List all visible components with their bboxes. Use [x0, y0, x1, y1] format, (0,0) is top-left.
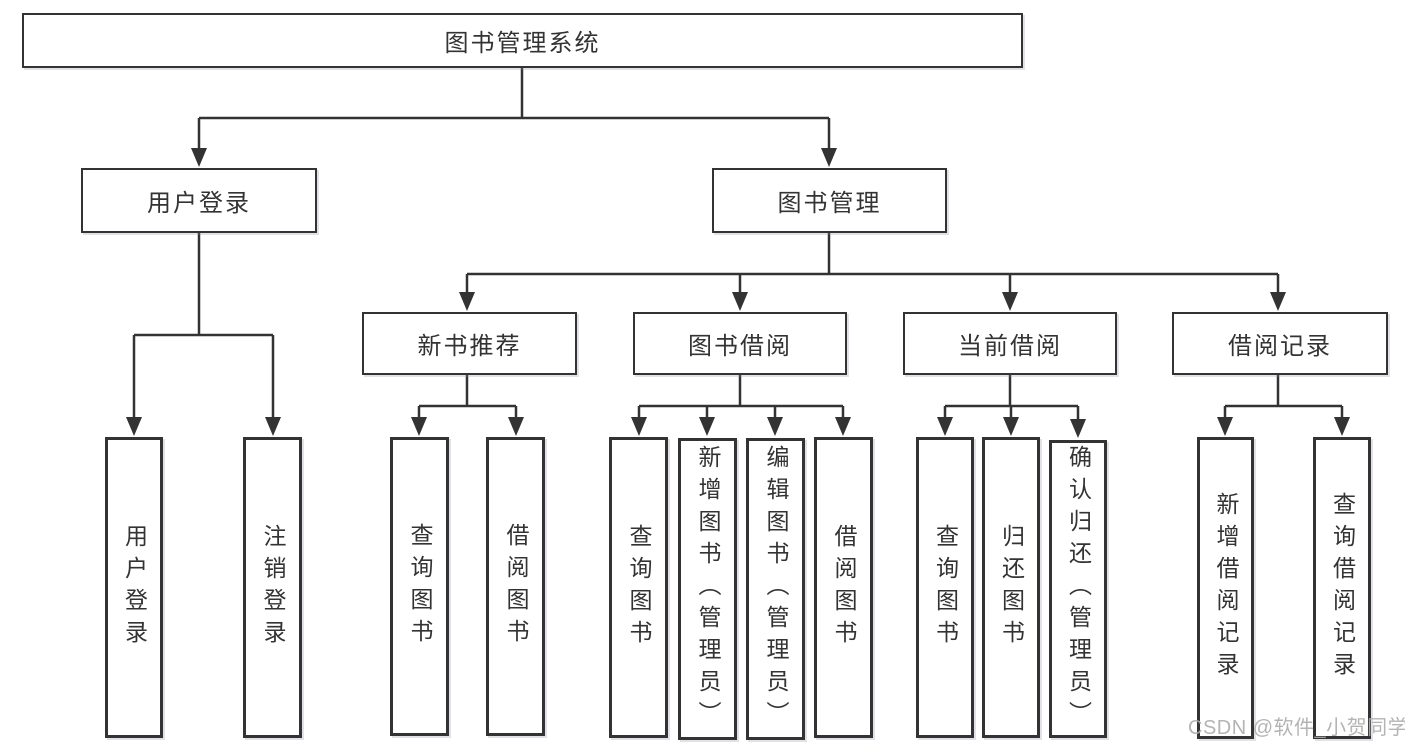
leaf-query-borrow-record: 查询借阅记录 — [1313, 437, 1371, 739]
leaf-edit-books-admin-label: 编辑图书（管理员） — [763, 445, 789, 733]
leaf-current-query-books: 查询图书 — [916, 437, 974, 738]
leaf-add-books-admin-label: 新增图书（管理员） — [695, 445, 721, 733]
node-borrow-record: 借阅记录 — [1172, 312, 1388, 375]
leaf-return-books: 归还图书 — [982, 437, 1040, 738]
node-book-borrow: 图书借阅 — [633, 312, 847, 375]
leaf-recommend-borrow-books-label: 借阅图书 — [503, 522, 529, 651]
leaf-borrow-query-books-label: 查询图书 — [626, 523, 652, 652]
leaf-query-borrow-record-label: 查询借阅记录 — [1329, 492, 1356, 684]
leaf-logout: 注销登录 — [243, 437, 302, 738]
leaf-add-borrow-record-label: 新增借阅记录 — [1213, 492, 1239, 684]
leaf-edit-books-admin: 编辑图书（管理员） — [746, 438, 805, 740]
node-current-borrow: 当前借阅 — [903, 312, 1117, 375]
leaf-borrow-books-label: 借阅图书 — [831, 523, 857, 652]
node-user-login: 用户登录 — [81, 168, 317, 233]
csdn-watermark: CSDN @软件_小贺同学 — [1188, 717, 1405, 739]
node-root-system: 图书管理系统 — [22, 13, 1023, 68]
leaf-user-login: 用户登录 — [105, 437, 163, 738]
leaf-borrow-query-books: 查询图书 — [609, 437, 668, 738]
leaf-add-books-admin: 新增图书（管理员） — [678, 438, 737, 740]
leaf-add-borrow-record: 新增借阅记录 — [1197, 437, 1254, 739]
leaf-recommend-query-books-label: 查询图书 — [407, 522, 433, 651]
node-book-management: 图书管理 — [712, 168, 947, 233]
leaf-borrow-books: 借阅图书 — [814, 437, 873, 738]
leaf-confirm-return-admin: 确认归还（管理员） — [1049, 440, 1107, 738]
leaf-confirm-return-admin-label: 确认归还（管理员） — [1065, 445, 1092, 733]
node-new-book-recommend: 新书推荐 — [362, 312, 577, 375]
leaf-user-login-label: 用户登录 — [121, 523, 148, 652]
leaf-return-books-label: 归还图书 — [998, 523, 1025, 652]
arrowheads — [126, 148, 1350, 438]
leaf-recommend-query-books: 查询图书 — [390, 437, 449, 736]
leaf-current-query-books-label: 查询图书 — [932, 523, 959, 652]
leaf-logout-label: 注销登录 — [260, 523, 286, 652]
leaf-recommend-borrow-books: 借阅图书 — [486, 437, 545, 736]
